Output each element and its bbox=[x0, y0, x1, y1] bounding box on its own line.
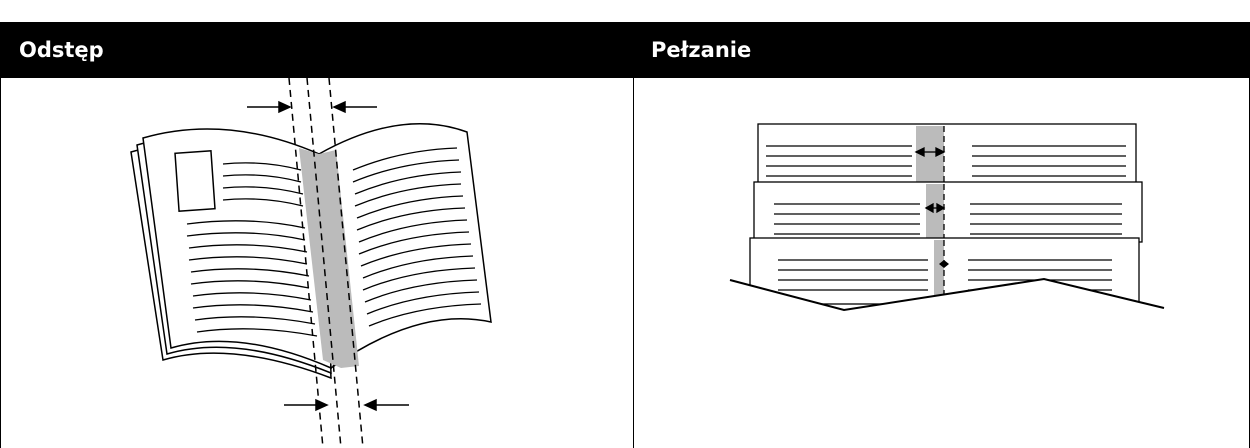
image-box-icon bbox=[175, 151, 215, 211]
header-creep: Pełzanie bbox=[651, 22, 751, 78]
header-gutter: Odstęp bbox=[19, 22, 104, 78]
gutter-arrows-top-icon bbox=[247, 102, 377, 112]
page-1-gutter-icon bbox=[916, 126, 944, 184]
page-2-icon bbox=[754, 182, 1142, 242]
open-booklet-gutter-illustration-icon bbox=[1, 78, 635, 448]
creep-cell bbox=[634, 78, 1250, 448]
gutter-arrows-bottom-icon bbox=[284, 400, 409, 410]
page-2-gutter-icon bbox=[926, 184, 944, 240]
table-header-row: Odstęp Pełzanie bbox=[0, 22, 1250, 78]
page-1-icon bbox=[758, 124, 1136, 186]
page-3-gutter-icon bbox=[934, 240, 944, 296]
gutter-cell bbox=[0, 78, 634, 448]
stacked-pages-creep-illustration-icon bbox=[634, 78, 1250, 448]
table-body-row bbox=[0, 78, 1250, 448]
